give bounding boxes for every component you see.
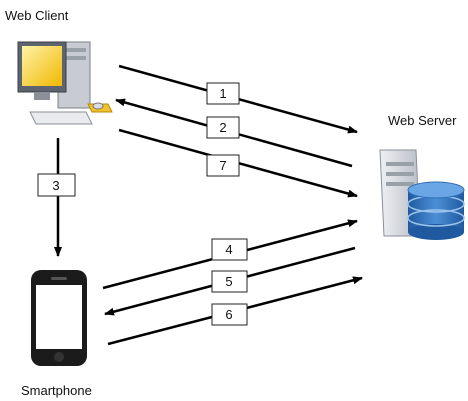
web-server-label: Web Server bbox=[388, 113, 457, 128]
step-box-6: 6 bbox=[211, 303, 248, 326]
step-box-4: 4 bbox=[211, 238, 248, 261]
smartphone-label: Smartphone bbox=[21, 383, 92, 398]
step-label-4: 4 bbox=[225, 242, 232, 257]
step-box-2: 2 bbox=[206, 116, 240, 139]
step-label-6: 6 bbox=[225, 307, 232, 322]
step-label-2: 2 bbox=[219, 120, 226, 135]
smartphone-icon bbox=[31, 270, 87, 366]
web-client-label: Web Client bbox=[5, 8, 69, 23]
step-box-7: 7 bbox=[206, 154, 240, 177]
step-box-3: 3 bbox=[37, 173, 76, 197]
step-label-7: 7 bbox=[219, 158, 226, 173]
step-label-3: 3 bbox=[52, 178, 59, 193]
desktop-computer-icon bbox=[17, 41, 113, 125]
step-label-5: 5 bbox=[225, 274, 232, 289]
step-box-1: 1 bbox=[206, 82, 240, 105]
step-box-5: 5 bbox=[211, 270, 248, 293]
server-database-icon bbox=[379, 149, 465, 240]
step-label-1: 1 bbox=[219, 86, 226, 101]
